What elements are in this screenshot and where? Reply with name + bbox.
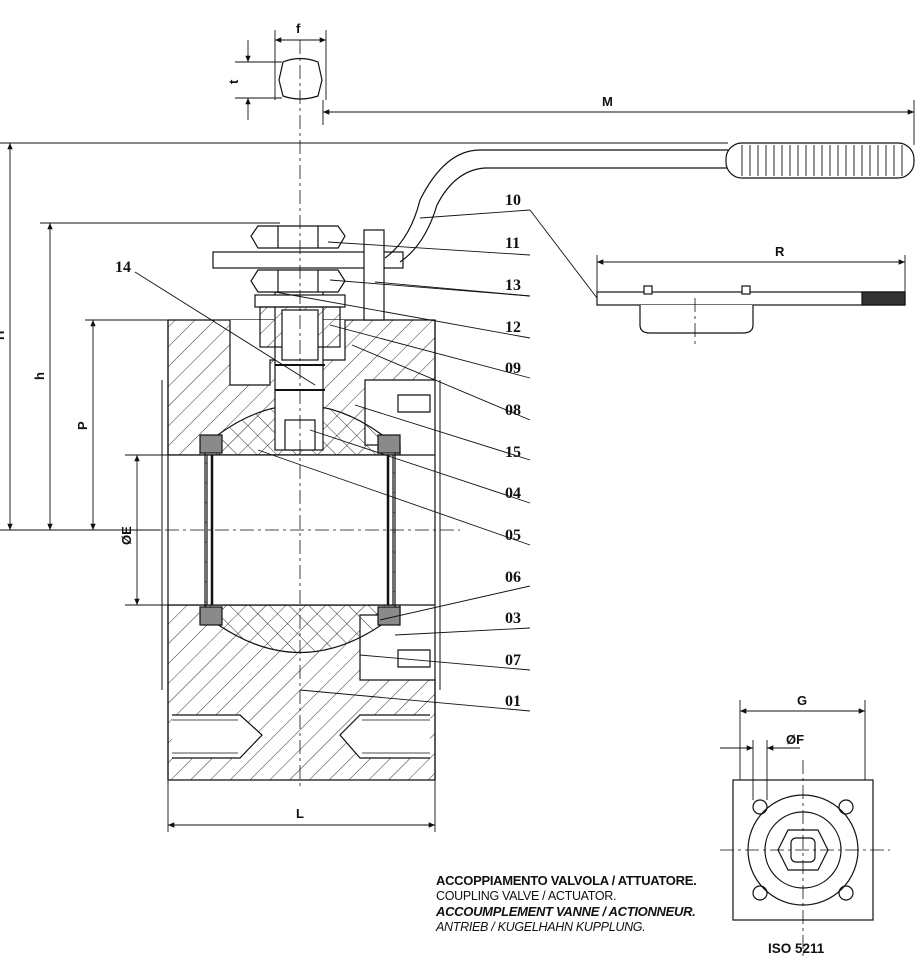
callout-13: 13 bbox=[505, 277, 521, 294]
caption-french: ACCOUMPLEMENT VANNE / ACTIONNEUR. bbox=[436, 904, 696, 919]
dimension-lines bbox=[0, 30, 915, 832]
stem-top-detail bbox=[278, 57, 323, 100]
callout-10: 10 bbox=[505, 192, 521, 209]
stem-nuts bbox=[250, 225, 346, 293]
dim-label-G: G bbox=[797, 693, 807, 708]
callout-01: 01 bbox=[505, 693, 521, 710]
coupling-caption: ACCOPPIAMENTO VALVOLA / ATTUATORE. COUPL… bbox=[436, 873, 697, 935]
dim-label-F: ØF bbox=[786, 732, 804, 747]
dim-label-P: P bbox=[75, 421, 90, 430]
callout-07: 07 bbox=[505, 652, 521, 669]
dim-label-E: ØE bbox=[119, 526, 134, 545]
leader-lines bbox=[134, 209, 598, 712]
dim-label-L: L bbox=[296, 806, 304, 821]
callout-04: 04 bbox=[505, 485, 521, 502]
callout-numbers: 10 11 13 12 09 08 15 04 05 06 03 07 01 1… bbox=[115, 192, 521, 710]
caption-english: COUPLING VALVE / ACTUATOR. bbox=[436, 888, 617, 903]
dim-label-H: H bbox=[0, 331, 7, 340]
caption-german: ANTRIEB / KUGELHAHN KUPPLUNG. bbox=[436, 919, 646, 934]
dim-label-t: t bbox=[226, 79, 241, 84]
dim-label-R: R bbox=[775, 244, 785, 259]
caption-italian: ACCOPPIAMENTO VALVOLA / ATTUATORE. bbox=[436, 873, 697, 888]
seats bbox=[199, 434, 401, 626]
threaded-ends bbox=[172, 394, 431, 759]
lever-handle bbox=[384, 142, 915, 263]
callout-08: 08 bbox=[505, 402, 521, 419]
callout-15: 15 bbox=[505, 444, 521, 461]
callout-09: 09 bbox=[505, 360, 521, 377]
centre-lines bbox=[140, 40, 890, 960]
callout-05: 05 bbox=[505, 527, 521, 544]
callout-03: 03 bbox=[505, 610, 521, 627]
dim-label-h: h bbox=[32, 372, 47, 380]
dim-label-M: M bbox=[602, 94, 613, 109]
iso-standard-label: ISO 5211 bbox=[768, 941, 825, 956]
handle-side-view bbox=[596, 285, 906, 334]
callout-11: 11 bbox=[505, 235, 520, 252]
callout-06: 06 bbox=[505, 569, 521, 586]
stop-pin bbox=[363, 229, 385, 321]
dim-label-f: f bbox=[296, 21, 301, 36]
callout-12: 12 bbox=[505, 319, 521, 336]
callout-14: 14 bbox=[115, 259, 131, 276]
dimension-labels: f t M H h P ØE L R G ØF bbox=[0, 21, 807, 821]
